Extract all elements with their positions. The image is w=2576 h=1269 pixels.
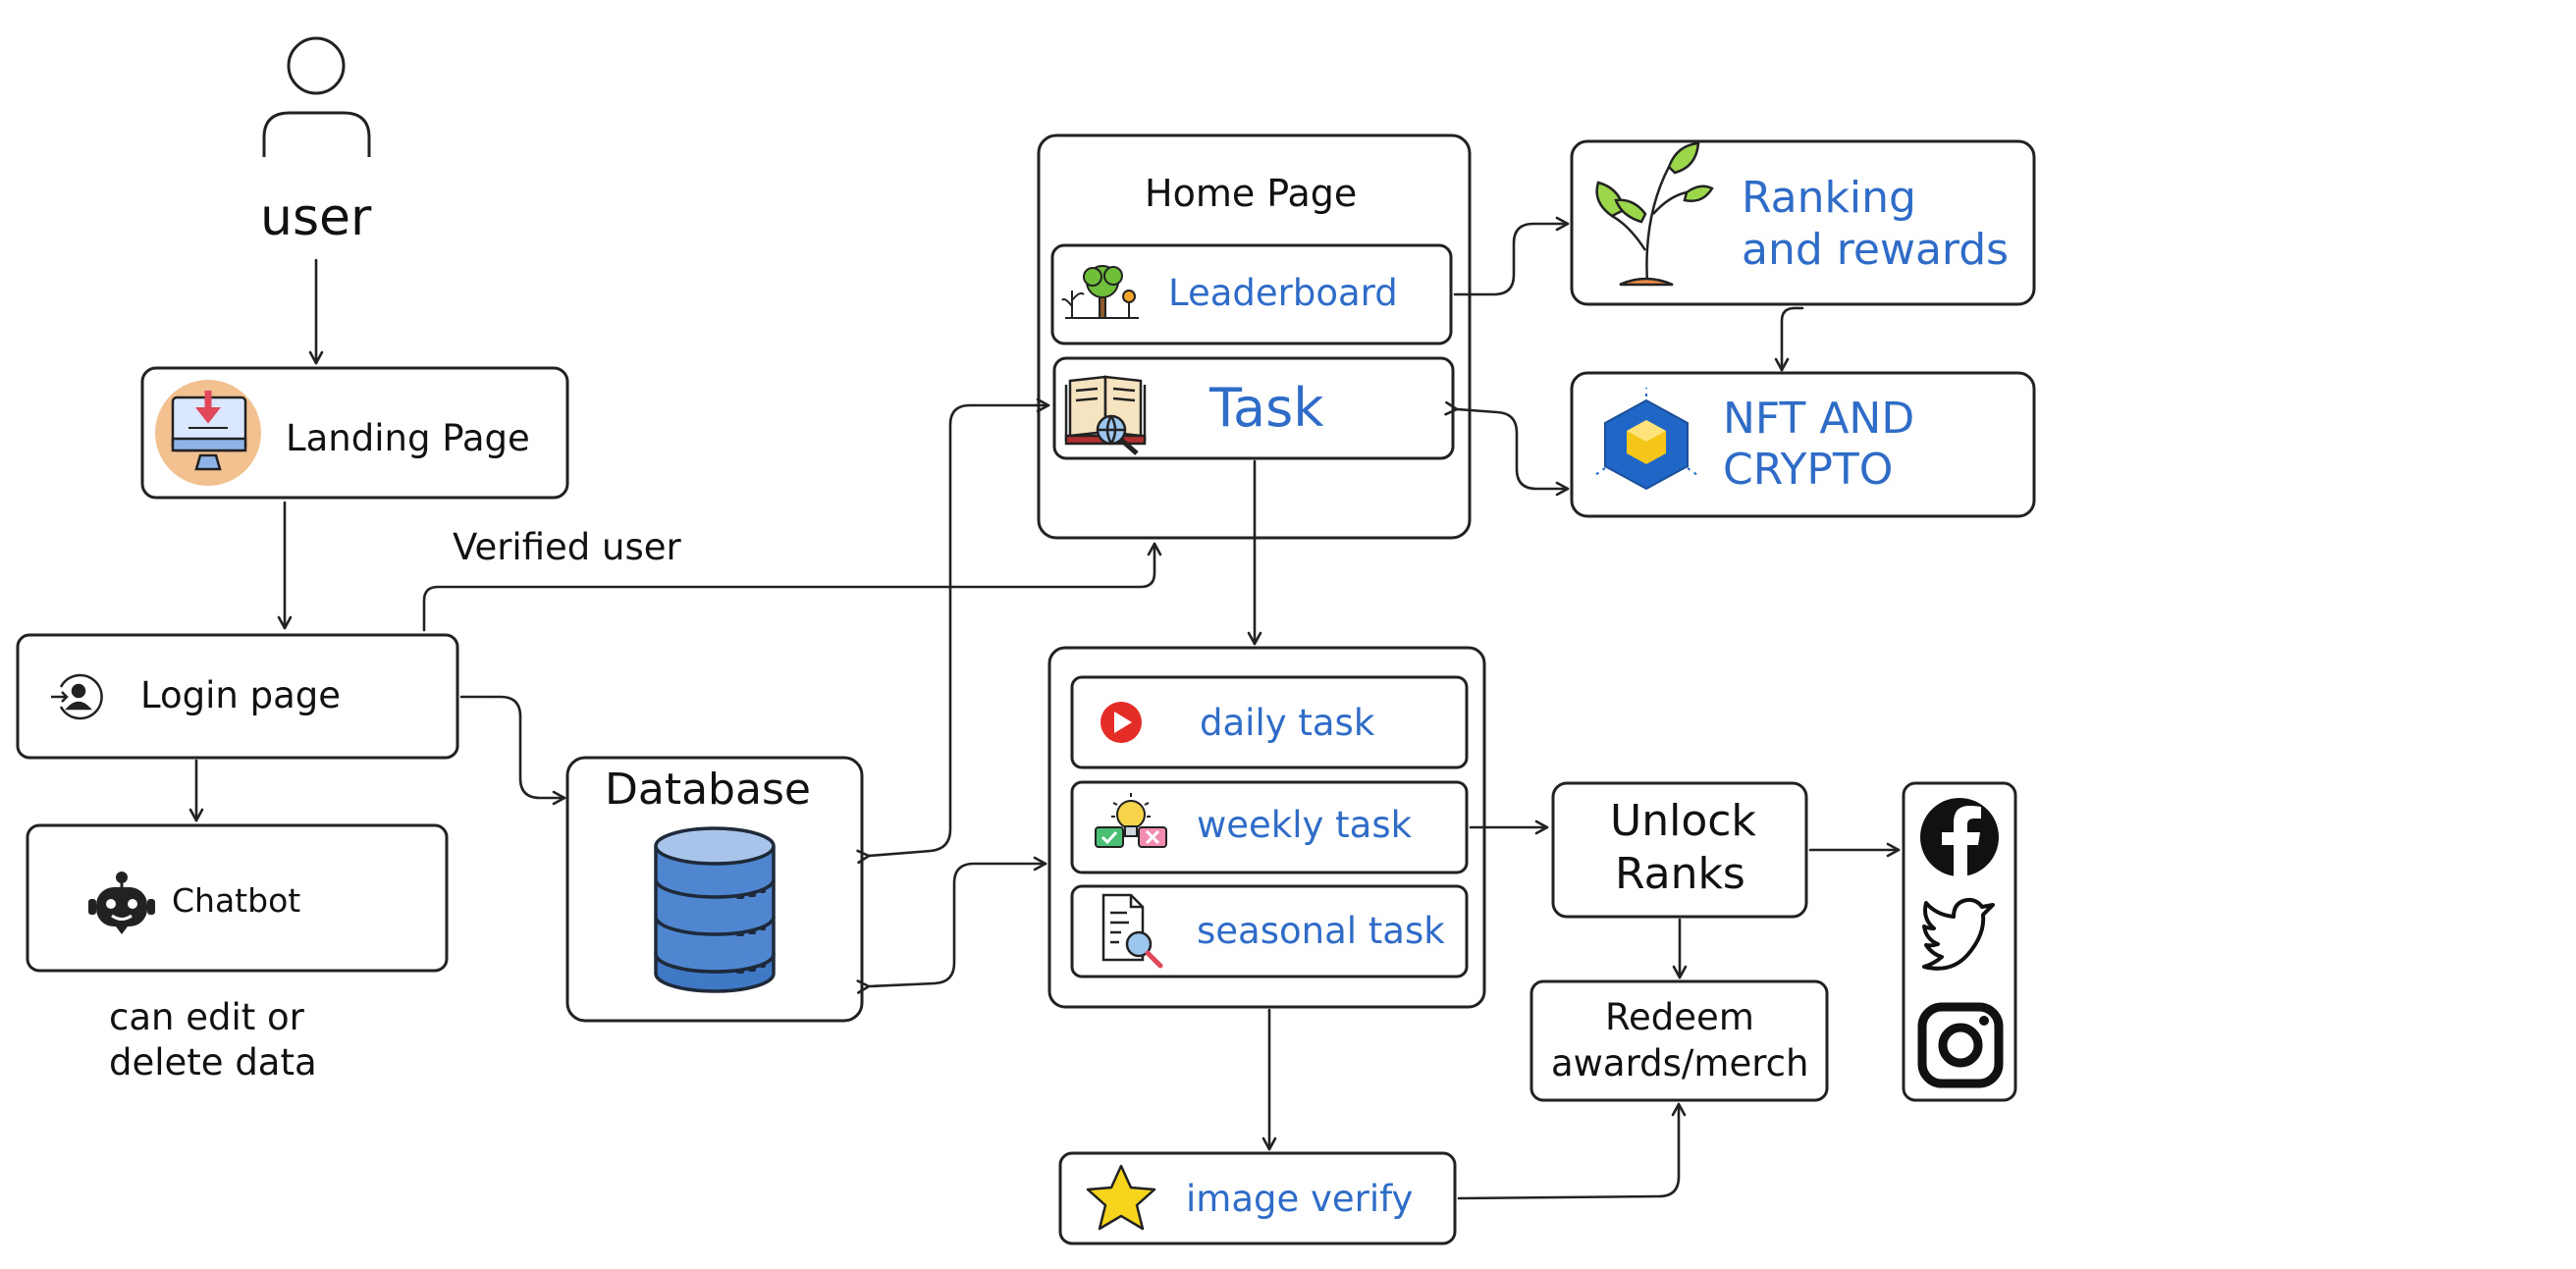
arrow-database-tasks [856, 856, 1047, 994]
redeem-line2: awards/merch [1551, 1042, 1809, 1084]
book-globe-icon [1064, 375, 1147, 455]
chatbot-robot-icon [88, 872, 155, 934]
document-search-icon [1101, 893, 1163, 969]
leaderboard-label: Leaderboard [1168, 272, 1398, 314]
nft-cube-icon [1594, 388, 1698, 491]
leaderboard-box[interactable] [1050, 243, 1453, 345]
image-verify-label: image verify [1186, 1178, 1414, 1220]
login-user-icon [51, 673, 103, 720]
redeem-line1: Redeem [1605, 996, 1754, 1038]
arrow-login-to-database [459, 695, 566, 806]
nft-line2: CRYPTO [1723, 445, 1894, 495]
facebook-icon[interactable] [1920, 798, 1999, 876]
redeem-box[interactable] [1530, 979, 1829, 1102]
task-label: Task [1209, 377, 1324, 439]
weekly-task-label: weekly task [1197, 804, 1413, 846]
unlock-line1: Unlock [1610, 796, 1756, 846]
nft-box[interactable] [1570, 371, 2036, 518]
weekly-task-box[interactable] [1070, 780, 1469, 874]
daily-task-label: daily task [1200, 702, 1375, 744]
idea-checklist-icon [1095, 793, 1167, 848]
plant-sprout-icon [1595, 141, 1714, 287]
user-label: user [260, 188, 372, 247]
trees-icon [1061, 265, 1139, 319]
database-icon [654, 826, 776, 993]
edit-note-line1: can edit or [109, 996, 304, 1038]
arrow-database-task [856, 397, 1050, 865]
arrow-ranking-to-nft [1774, 306, 1804, 372]
ranking-line2: and rewards [1742, 225, 2010, 275]
arrow-login-to-homepage [422, 542, 1162, 632]
ranking-line1: Ranking [1742, 173, 1916, 223]
arrow-task-nft [1444, 400, 1570, 497]
unlock-line2: Ranks [1615, 849, 1745, 899]
monitor-download-icon [155, 380, 261, 486]
user-person-icon [262, 36, 371, 157]
home-page-title: Home Page [1145, 172, 1358, 215]
login-page-label: Login page [140, 674, 341, 716]
verified-user-label: Verified user [453, 526, 681, 568]
seasonal-task-label: seasonal task [1197, 910, 1445, 952]
edit-note-line2: delete data [109, 1041, 317, 1084]
chatbot-box[interactable] [26, 823, 449, 973]
login-page-box[interactable] [16, 633, 459, 760]
chatbot-label: Chatbot [172, 881, 301, 920]
landing-page-label: Landing Page [286, 417, 530, 459]
nft-line1: NFT AND [1723, 394, 1915, 444]
play-button-icon [1100, 702, 1142, 743]
seasonal-task-box[interactable] [1070, 884, 1469, 978]
database-label: Database [605, 765, 811, 815]
image-verify-box[interactable] [1058, 1151, 1457, 1245]
star-icon [1086, 1164, 1156, 1231]
daily-task-box[interactable] [1070, 675, 1469, 769]
arrow-leaderboard-to-ranking [1453, 216, 1570, 296]
unlock-ranks-box[interactable] [1551, 781, 1808, 919]
twitter-icon[interactable] [1922, 897, 1995, 971]
instagram-icon[interactable] [1917, 1002, 2004, 1088]
ranking-box[interactable] [1570, 139, 2036, 306]
arrow-image-verify-to-redeem [1457, 1102, 1687, 1200]
